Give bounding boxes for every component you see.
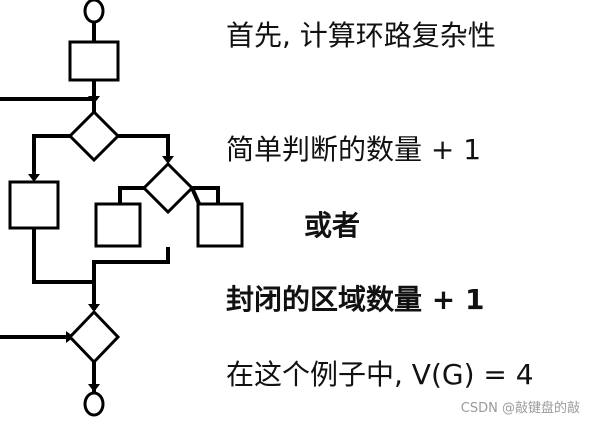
decision-diamond-bottom bbox=[67, 309, 121, 365]
flow-edge bbox=[92, 247, 170, 310]
complexity-heading: 首先, 计算环路复杂性 bbox=[226, 19, 496, 52]
arrowhead bbox=[28, 174, 40, 182]
watermark: CSDN @敲键盘的敲 bbox=[460, 401, 580, 416]
example-result: 在这个例子中, V(G) = 4 bbox=[226, 358, 534, 391]
flow-edge bbox=[32, 228, 94, 284]
process-box-inner-left bbox=[94, 202, 142, 248]
end-node bbox=[83, 391, 105, 417]
arrowhead bbox=[88, 304, 100, 312]
process-box-top bbox=[68, 40, 120, 82]
arrowhead bbox=[162, 156, 174, 164]
arrowhead bbox=[88, 96, 100, 104]
simple-decisions-rule: 简单判断的数量 + 1 bbox=[226, 133, 482, 166]
process-box-inner-right bbox=[196, 202, 244, 248]
arrowhead bbox=[88, 384, 100, 392]
process-box-left bbox=[8, 180, 60, 230]
flowchart-diagram bbox=[0, 0, 244, 417]
flow-edge bbox=[118, 134, 170, 160]
enclosed-regions-rule: 封闭的区域数量 + 1 bbox=[226, 283, 485, 316]
flow-edge bbox=[32, 134, 70, 178]
start-node bbox=[83, 0, 105, 24]
decision-diamond-top bbox=[67, 109, 121, 163]
decision-diamond-inner bbox=[141, 161, 195, 215]
or-connector: 或者 bbox=[304, 209, 361, 242]
